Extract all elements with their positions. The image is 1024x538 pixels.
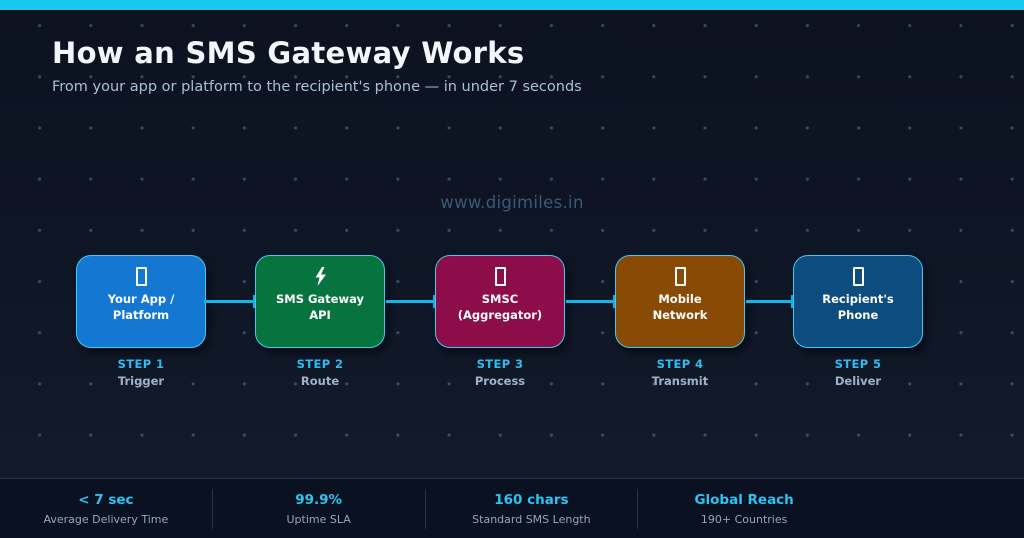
phone-icon [852,267,864,286]
connector-line [566,300,614,303]
step-3-process: SMSC (Aggregator) STEP 3 Process [435,255,565,388]
step-1-trigger: Your App / Platform STEP 1 Trigger [76,255,206,388]
connector-line [746,300,792,303]
antenna-icon [674,267,686,286]
step-1-card: Your App / Platform [76,255,206,348]
stat-value: 160 chars [494,491,569,508]
stat-label: Uptime SLA [286,512,351,526]
step-action-label: Transmit [651,374,709,388]
step-2-card: SMS Gateway API [255,255,385,348]
card-title-line2: Platform [112,307,170,322]
stat-global-reach: Global Reach 190+ Countries [638,492,850,526]
step-number-label: STEP 5 [834,357,882,371]
stat-sms-length: 160 chars Standard SMS Length [426,492,638,526]
step-action-label: Trigger [117,374,165,388]
step-action-label: Route [300,374,340,388]
connector-line [204,300,254,303]
stat-value: 99.9% [295,491,343,508]
step-5-card: Recipient's Phone [793,255,923,348]
step-number-label: STEP 2 [296,357,344,371]
stat-value: < 7 sec [78,491,134,508]
card-title-line1: Your App / [107,292,175,306]
step-number-label: STEP 1 [117,357,165,371]
step-3-card: SMSC (Aggregator) [435,255,565,348]
server-icon [494,267,506,286]
stat-label: 190+ Countries [700,512,788,526]
app-window-icon [135,267,147,286]
stat-value: Global Reach [694,491,794,508]
step-4-card: Mobile Network [615,255,745,348]
connector-1 [204,295,256,308]
card-title-line1: Mobile [658,292,702,306]
card-title-line2: (Aggregator) [457,307,543,322]
connector-line [386,300,434,303]
stat-label: Average Delivery Time [43,512,169,526]
stat-label: Standard SMS Length [472,512,591,526]
step-2-route: SMS Gateway API STEP 2 Route [255,255,385,388]
card-title-line2: Network [652,307,708,322]
step-5-deliver: Recipient's Phone STEP 5 Deliver [793,255,923,388]
step-action-label: Deliver [834,374,882,388]
step-number-label: STEP 4 [656,357,704,371]
connector-2 [386,295,436,308]
step-number-label: STEP 3 [476,357,524,371]
stats-row: < 7 sec Average Delivery Time 99.9% Upti… [0,479,850,538]
card-title-line1: SMSC [481,292,519,306]
stat-delivery-time: < 7 sec Average Delivery Time [0,492,212,526]
connector-4 [746,295,794,308]
card-title-line2: API [309,307,331,322]
card-title-line1: SMS Gateway [275,292,365,306]
card-title-line1: Recipient's [822,292,894,306]
stats-bar: < 7 sec Average Delivery Time 99.9% Upti… [0,478,1024,538]
card-title-line2: Phone [837,307,879,322]
lightning-bolt-icon [315,267,326,286]
connector-3 [566,295,616,308]
stat-uptime: 99.9% Uptime SLA [213,492,425,526]
step-action-label: Process [474,374,526,388]
step-4-transmit: Mobile Network STEP 4 Transmit [615,255,745,388]
